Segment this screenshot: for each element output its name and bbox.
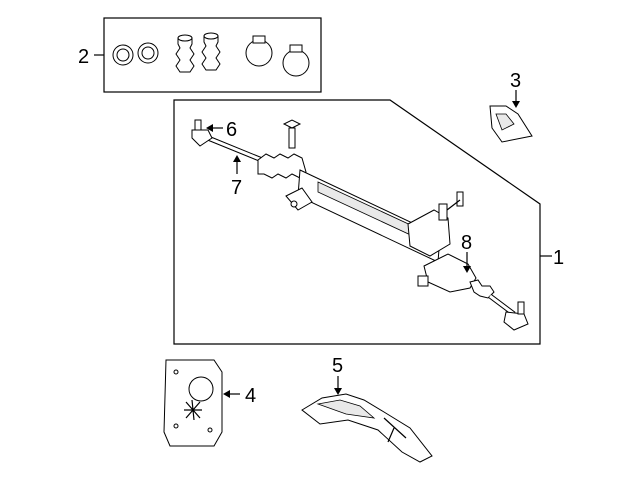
- steering-rack: [191, 119, 529, 331]
- assembly-frame: [173, 99, 541, 345]
- callout-1: 1: [553, 247, 564, 269]
- callout-6-arrow: [206, 124, 223, 132]
- clamp-right: [282, 44, 310, 77]
- callout-8-arrow: [463, 252, 471, 273]
- insulator-plate-part: [163, 359, 240, 447]
- callout-5: 5: [332, 355, 343, 377]
- ring-left: [112, 44, 134, 66]
- callout-7: 7: [231, 177, 242, 199]
- mounting-bolt: [282, 119, 302, 149]
- clamp-left: [245, 35, 273, 67]
- callout-8: 8: [461, 232, 472, 254]
- bellows-boot-right: [201, 32, 221, 71]
- bracket-part: [301, 376, 433, 463]
- boot-cover-part: [489, 90, 533, 143]
- callout-3: 3: [510, 70, 521, 92]
- callout-2: 2: [78, 46, 89, 68]
- callout-7-arrow: [233, 155, 241, 174]
- boot-kit-group: [94, 17, 322, 93]
- bellows-boot-left: [175, 34, 195, 73]
- ring-right: [137, 42, 159, 64]
- callout-6: 6: [226, 119, 237, 141]
- callout-4: 4: [245, 385, 256, 407]
